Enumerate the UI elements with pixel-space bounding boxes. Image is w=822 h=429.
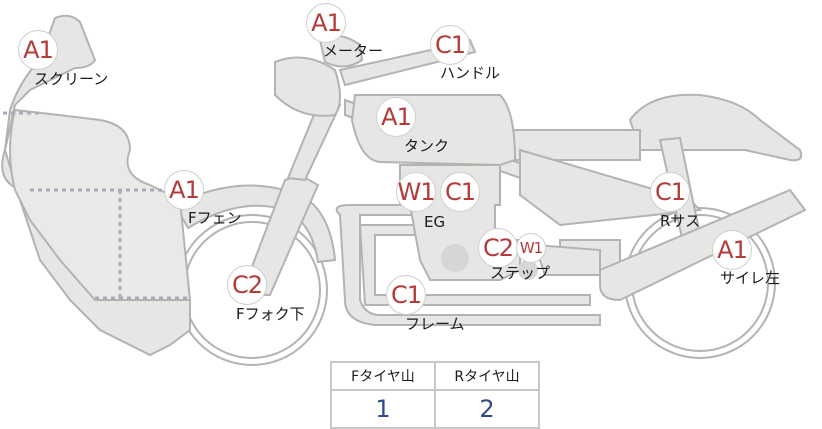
handle-grade-badge: C1	[430, 25, 470, 65]
r-suspension-label: Rサス	[660, 212, 701, 230]
engine-w-grade-badge: W1	[396, 172, 436, 212]
rear-tread-header: Rタイヤ山	[434, 361, 540, 391]
front-tread-header: Fタイヤ山	[330, 361, 436, 391]
meter-grade-badge: A1	[306, 3, 346, 43]
screen-grade-badge: A1	[18, 30, 58, 70]
frame-grade-badge: C1	[386, 275, 426, 315]
engine-label: EG	[424, 213, 446, 231]
frame-tube	[335, 204, 601, 326]
engine-c-grade-badge: C1	[440, 172, 480, 212]
tire-tread-table: Fタイヤ山 Rタイヤ山 1 2	[330, 361, 540, 429]
handle-label: ハンドル	[440, 64, 501, 82]
silencer-left-label: サイレ左	[720, 269, 781, 287]
silencer-left-grade-badge: A1	[712, 230, 752, 270]
headlight	[274, 56, 341, 117]
tank-grade-badge: A1	[376, 97, 416, 137]
f-fork-grade-badge: C2	[227, 265, 267, 305]
rear-tread-value: 2	[434, 389, 540, 429]
frame-label: フレーム	[405, 315, 465, 333]
f-fork-label: Fフォク下	[236, 305, 305, 323]
rear-cowl	[628, 93, 803, 162]
step-grade-badge: C2	[478, 228, 518, 268]
step-w-grade-badge: W1	[516, 233, 546, 263]
r-suspension-grade-badge: C1	[650, 172, 690, 212]
tank-label: タンク	[404, 137, 450, 155]
f-fender-grade-badge: A1	[164, 170, 204, 210]
meter-label: メーター	[323, 42, 384, 60]
f-fender-label: Fフェン	[188, 209, 242, 227]
front-tread-value: 1	[330, 389, 436, 429]
step-label: ステップ	[490, 264, 551, 282]
screen-label: スクリーン	[34, 70, 109, 88]
